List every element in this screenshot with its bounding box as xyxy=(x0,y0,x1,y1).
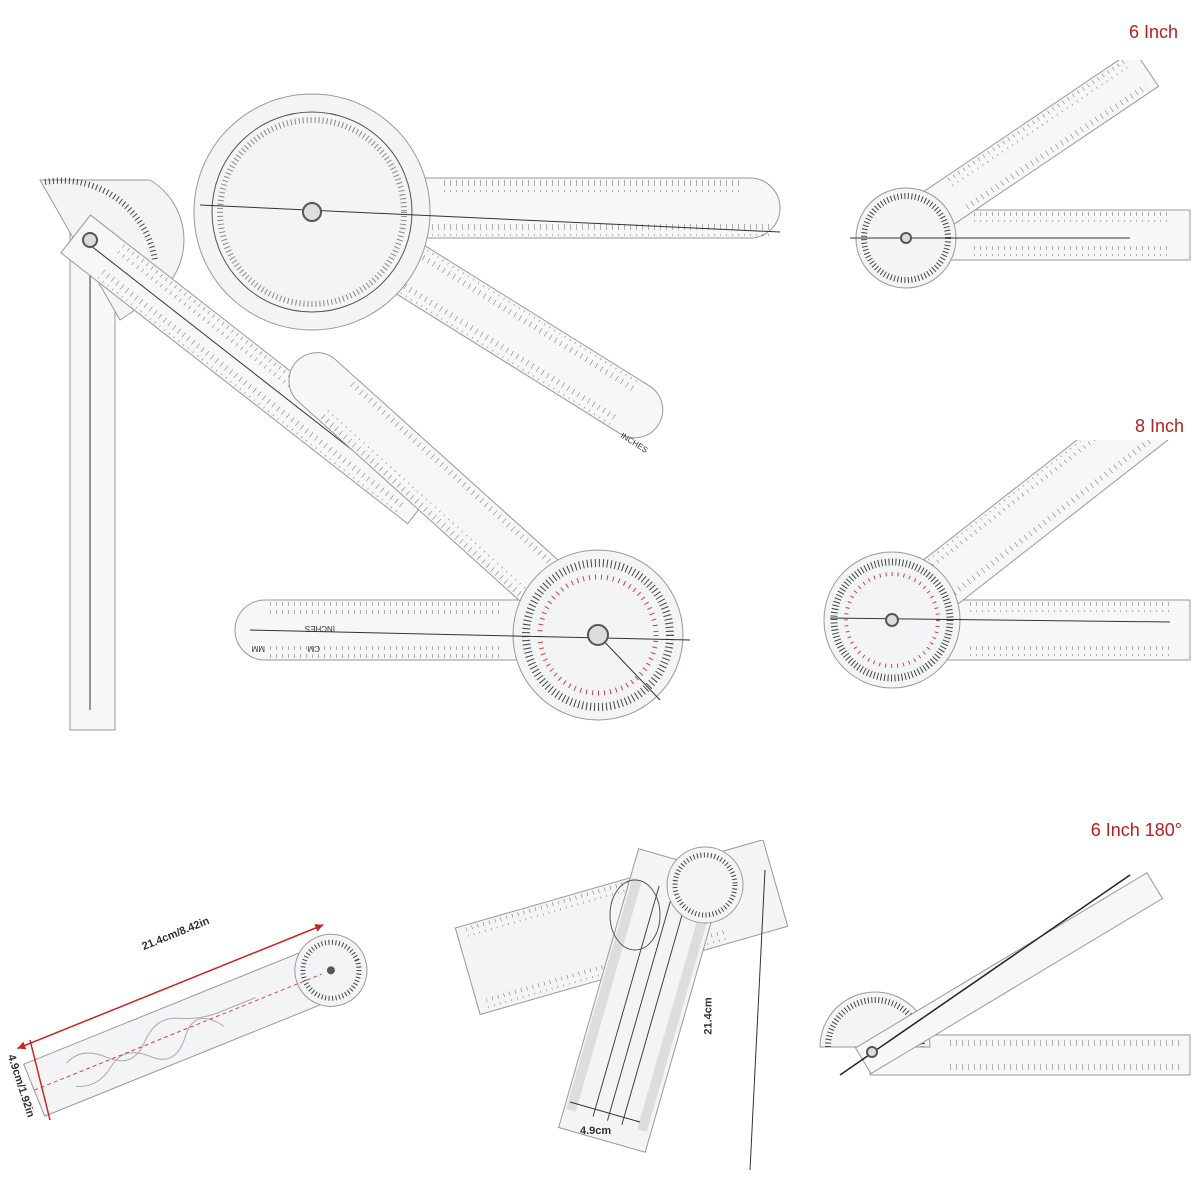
eight-inch-illustration xyxy=(823,440,1191,689)
ruler-label-mm: MM xyxy=(251,644,265,653)
dimension-fold-width: 4.9cm xyxy=(580,1125,612,1137)
ruler-label-inches-bottom: INCHES xyxy=(305,624,335,633)
long-ruler-illustration xyxy=(17,924,368,1121)
caption-8-inch: 8 Inch xyxy=(1134,416,1184,436)
six-inch-illustration xyxy=(850,60,1191,289)
folded-goniometer: 21.4cm 4.9cm xyxy=(430,840,790,1180)
main-goniometer-group: INCHES INCHES CM MM xyxy=(0,60,800,740)
eight-inch-goniometer xyxy=(820,440,1200,740)
six-inch-180-illustration xyxy=(819,872,1191,1076)
long-ruler-dimensions: 21.4cm/8.42in 4.9cm/1.92in xyxy=(0,850,400,1150)
dimension-fold-length: 21.4cm xyxy=(702,997,715,1035)
caption-6-inch: 6 Inch xyxy=(1128,22,1178,42)
large-goniometer xyxy=(193,93,781,439)
goniometer-group-illustration: INCHES INCHES CM MM xyxy=(39,93,781,731)
caption-6-inch-180: 6 Inch 180° xyxy=(1090,820,1182,840)
ruler-label-cm: CM xyxy=(307,644,320,653)
six-inch-goniometer xyxy=(830,60,1200,310)
bottom-goniometer xyxy=(234,352,691,721)
six-inch-180-goniometer xyxy=(800,850,1200,1150)
folded-goniometer-illustration xyxy=(454,840,789,1171)
